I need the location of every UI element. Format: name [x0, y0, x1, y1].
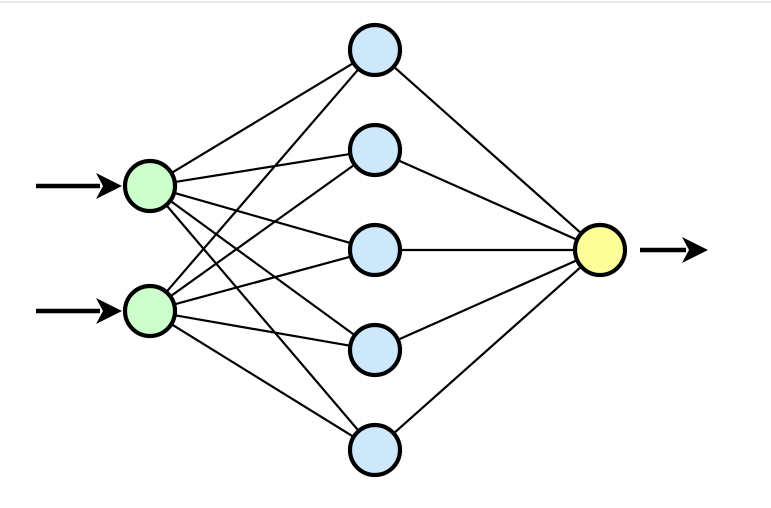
connection-edge-i1-h5 — [164, 203, 361, 433]
connection-edge-i1-h4 — [168, 199, 357, 337]
input-node-2[interactable] — [122, 283, 178, 339]
node-layer — [122, 22, 628, 478]
hidden-node-3[interactable] — [347, 222, 403, 278]
hidden-node-4[interactable] — [347, 322, 403, 378]
output-arrow-1-head-icon — [682, 237, 708, 263]
connection-edge-i1-h3 — [171, 191, 354, 245]
connection-edge-h4-o1 — [395, 258, 580, 342]
connection-edge-i1-h1 — [169, 61, 356, 175]
input-arrow-2-head-icon — [96, 298, 122, 324]
hidden-node-5[interactable] — [347, 422, 403, 478]
connection-edge-h2-o1 — [395, 158, 580, 242]
output-layer — [572, 222, 628, 278]
connection-edge-h1-o1 — [391, 64, 584, 236]
input-layer — [122, 158, 178, 339]
connection-edge-i2-h2 — [168, 162, 357, 299]
input-arrow-2 — [36, 298, 122, 324]
input-arrow-1 — [36, 173, 122, 199]
connection-edge-h5-o1 — [391, 264, 584, 436]
hidden-node-1[interactable] — [347, 22, 403, 78]
hidden-node-2[interactable] — [347, 122, 403, 178]
output-node-1[interactable] — [572, 222, 628, 278]
input-arrow-1-head-icon — [96, 173, 122, 199]
connection-edge-i1-h2 — [172, 152, 353, 184]
input-node-1[interactable] — [122, 158, 178, 214]
io-arrow-layer — [36, 173, 708, 324]
connection-edge-i2-h1 — [164, 67, 361, 294]
edge-layer — [164, 61, 584, 439]
hidden-layer — [347, 22, 403, 478]
connection-edge-i2-h5 — [169, 322, 356, 439]
connection-edge-i2-h3 — [172, 255, 353, 306]
connection-edge-i2-h4 — [172, 314, 353, 347]
output-arrow-1 — [640, 237, 708, 263]
